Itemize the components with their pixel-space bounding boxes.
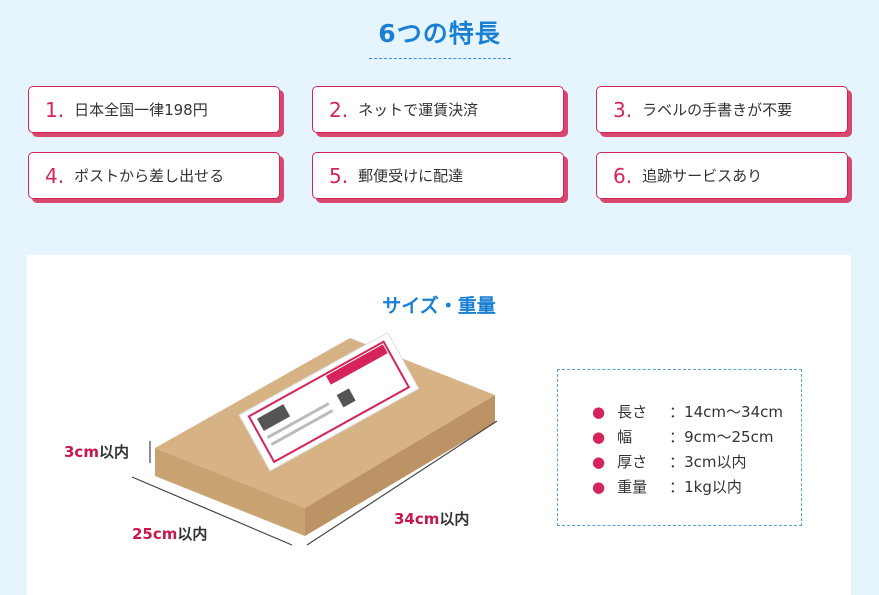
feature-card-6: 6. 追跡サービスあり — [596, 152, 848, 199]
title-underline — [369, 58, 511, 59]
spec-item: ●幅：9cm～25cm — [592, 428, 774, 446]
feature-card-3: 3. ラベルの手書きが不要 — [596, 86, 848, 133]
feature-card-4: 4. ポストから差し出せる — [28, 152, 280, 199]
feature-card-5: 5. 郵便受けに配達 — [312, 152, 564, 199]
size-panel: サイズ・重量 3cm以内 25cm以内 34cm以内 ●長さ：14cm～34cm… — [27, 255, 851, 595]
feature-card-1: 1. 日本全国一律198円 — [28, 86, 280, 133]
feature-number: 6. — [613, 163, 633, 188]
dimension-arrows — [131, 420, 498, 546]
spec-item: ●長さ：14cm～34cm — [592, 403, 783, 421]
size-title: サイズ・重量 — [382, 295, 496, 317]
features-title: 6つの特長 — [378, 19, 501, 48]
spec-list: ●長さ：14cm～34cm ●幅：9cm～25cm ●厚さ：3cm以内 ●重量：… — [557, 369, 802, 526]
feature-number: 4. — [45, 163, 65, 188]
spec-item: ●厚さ：3cm以内 — [592, 453, 747, 471]
length-label: 34cm以内 — [394, 510, 470, 528]
feature-number: 3. — [613, 97, 633, 122]
feature-card-2: 2. ネットで運賃決済 — [312, 86, 564, 133]
feature-label: 日本全国一律198円 — [74, 101, 208, 119]
feature-number: 5. — [329, 163, 349, 188]
feature-label: ポストから差し出せる — [74, 167, 225, 185]
feature-label: 郵便受けに配達 — [358, 167, 464, 185]
spec-item: ●重量：1kg以内 — [592, 478, 742, 496]
feature-label: 追跡サービスあり — [642, 167, 763, 185]
feature-label: ラベルの手書きが不要 — [642, 101, 793, 119]
width-label: 25cm以内 — [132, 525, 208, 543]
package-illustration — [131, 331, 498, 546]
feature-number: 1. — [45, 97, 65, 122]
feature-label: ネットで運賃決済 — [358, 101, 479, 119]
feature-number: 2. — [329, 97, 349, 122]
shipping-label — [238, 331, 420, 472]
thickness-label: 3cm以内 — [64, 443, 129, 461]
